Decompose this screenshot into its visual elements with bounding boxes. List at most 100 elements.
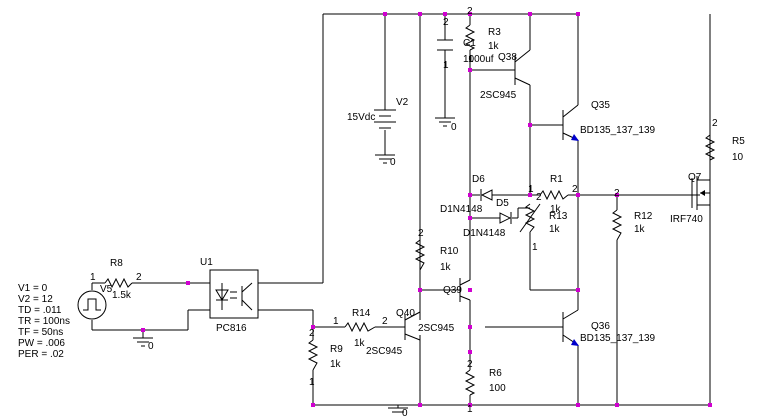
ground-label-v5: 0 <box>148 341 154 352</box>
r9-pin2-label: 2 <box>309 328 315 339</box>
r6-pin2-label: 2 <box>467 359 473 370</box>
ground-symbol-v5 <box>133 337 153 347</box>
r10-ref-label: R10 <box>440 246 459 257</box>
r3-pin2-label: 2 <box>467 6 473 17</box>
r1-ref-label: R1 <box>550 174 563 185</box>
r9-pin1-label: 1 <box>309 377 315 388</box>
q40-transistor-symbol <box>404 311 421 341</box>
r13-value-label: 1k <box>549 224 561 235</box>
d6-diode-symbol <box>480 189 493 201</box>
ground-label-v2: 0 <box>390 157 396 168</box>
v5-param-tr: TR = 100ns <box>18 316 70 327</box>
c1-value-label: 1000uf <box>463 54 494 65</box>
q39-part-label: 2SC945 <box>418 323 455 334</box>
u1-optocoupler-symbol <box>209 269 259 319</box>
v2-battery-symbol <box>374 109 396 129</box>
q40-ref-label: Q40 <box>396 308 415 319</box>
d5-diode-symbol <box>499 212 512 224</box>
r12-value-label: 1k <box>634 224 646 235</box>
r10-resistor-symbol <box>414 239 426 271</box>
r12-ref-label: R12 <box>634 211 653 222</box>
r6-resistor-symbol <box>464 369 476 396</box>
r5-ref-label: R5 <box>732 136 745 147</box>
r9-resistor-symbol <box>307 339 319 371</box>
q35-ref-label: Q35 <box>591 100 610 111</box>
ground-symbol-bottom <box>388 407 408 413</box>
r8-value-label: 1.5k <box>112 290 132 301</box>
v2-value-label: 15Vdc <box>347 112 375 123</box>
q36-transistor-symbol <box>560 309 579 346</box>
d6-ref-label: D6 <box>472 174 485 185</box>
wires <box>91 13 711 408</box>
q36-ref-label: Q36 <box>591 321 610 332</box>
ground-label-bottom: 0 <box>402 408 408 416</box>
c1-pin1-label: 1 <box>443 60 449 71</box>
ground-symbol-c1 <box>435 117 455 127</box>
r10-value-label: 1k <box>440 262 452 273</box>
r13-ref-label: R13 <box>549 211 568 222</box>
r8-pin1-label: 1 <box>90 272 96 283</box>
u1-ref-label: U1 <box>200 257 213 268</box>
v5-param-per: PER = .02 <box>18 349 64 360</box>
r9-ref-label: R9 <box>330 344 343 355</box>
q38-transistor-symbol <box>500 49 531 86</box>
r3-value-label: 1k <box>488 41 500 52</box>
v5-param-tf: TF = 50ns <box>18 327 63 338</box>
r13-pin1-label: 1 <box>532 242 538 253</box>
q39-ref-label: Q39 <box>443 285 462 296</box>
q40-part-label: 2SC945 <box>366 346 403 357</box>
c1-capacitor-symbol <box>437 39 453 51</box>
v5-source-symbol <box>77 290 107 320</box>
r6-pin1-label: 1 <box>467 404 473 415</box>
r9-value-label: 1k <box>330 359 342 370</box>
v5-param-v1: V1 = 0 <box>18 283 48 294</box>
r3-ref-label: R3 <box>488 27 501 38</box>
r6-value-label: 100 <box>489 383 506 394</box>
u1-part-label: PC816 <box>216 323 247 334</box>
r5-value-label: 10 <box>732 152 744 163</box>
v5-param-td: TD = .011 <box>18 305 62 316</box>
d6-part-label: D1N4148 <box>440 204 483 215</box>
v5-parameters: V1 = 0 V2 = 12 TD = .011 TR = 100ns TF =… <box>18 283 70 360</box>
c1-ref-label: C1 <box>463 38 476 49</box>
r1-resistor-symbol <box>539 189 569 201</box>
v5-param-v2: V2 = 12 <box>18 294 53 305</box>
node-dots <box>141 12 712 407</box>
r14-pin2-label: 2 <box>382 316 388 327</box>
r8-pin2-label: 2 <box>136 272 142 283</box>
r14-pin1-label: 1 <box>333 316 339 327</box>
r1-pin1-label: 1 <box>528 184 534 195</box>
r3-pin1-label: 1 <box>468 54 474 65</box>
r13-pin2-label: 2 <box>536 192 542 203</box>
r5-resistor-symbol <box>704 134 716 161</box>
q7-part-label: IRF740 <box>670 214 703 225</box>
r12-resistor-symbol <box>611 209 623 241</box>
r1-pin2-label: 2 <box>572 184 578 195</box>
q7-ref-label: Q7 <box>688 172 702 183</box>
q39-transistor-symbol <box>459 278 471 302</box>
q38-part-label: 2SC945 <box>480 90 517 101</box>
r6-ref-label: R6 <box>489 368 502 379</box>
r14-ref-label: R14 <box>352 308 371 319</box>
q35-part-label: BD135_137_139 <box>580 125 656 136</box>
r8-resistor-symbol <box>104 277 133 289</box>
v5-param-pw: PW = .006 <box>18 338 65 349</box>
ground-symbol-v2 <box>375 154 395 164</box>
r3-resistor-symbol <box>464 24 476 51</box>
r13-resistor-symbol <box>519 203 541 233</box>
v2-ref-label: V2 <box>396 97 409 108</box>
c1-pin2-label: 2 <box>443 17 449 28</box>
q7-mosfet-symbol <box>691 176 710 210</box>
r5-pin-label: 2 <box>712 118 718 129</box>
r12-pin-label: 2 <box>614 188 620 199</box>
q36-part-label: BD135_137_139 <box>580 333 656 344</box>
v5-ref-label: V5 <box>100 284 113 295</box>
d5-ref-label: D5 <box>496 198 509 209</box>
r14-value-label: 1k <box>354 338 366 349</box>
q35-transistor-symbol <box>560 104 579 141</box>
q38-ref-label: Q38 <box>498 52 517 63</box>
d5-part-label: D1N4148 <box>463 228 506 239</box>
r1-value-label: 1k <box>550 204 562 215</box>
r10-pin-label: 2 <box>418 228 424 239</box>
